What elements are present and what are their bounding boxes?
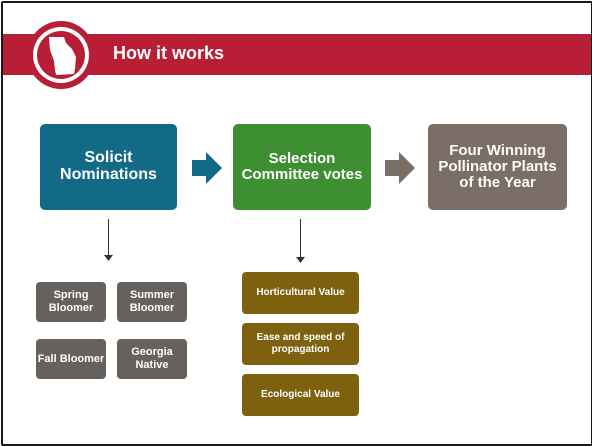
- criterion-horticultural-value: Horticultural Value: [242, 272, 359, 314]
- connector-line: [300, 219, 301, 259]
- header-band: [3, 34, 591, 75]
- georgia-state-icon: [27, 21, 95, 89]
- category-summer-bloomer: Summer Bloomer: [117, 282, 187, 322]
- criterion-propagation: Ease and speed of propagation: [242, 323, 359, 365]
- category-fall-bloomer: Fall Bloomer: [36, 339, 106, 379]
- solicit-nominations-box: Solicit Nominations: [40, 124, 177, 210]
- criterion-ecological-value: Ecological Value: [242, 374, 359, 416]
- down-arrowhead-icon: [296, 257, 305, 263]
- right-arrow-icon: [192, 152, 222, 184]
- connector-line: [108, 219, 109, 257]
- category-georgia-native: Georgia Native: [117, 339, 187, 379]
- right-arrow-icon: [385, 152, 415, 184]
- winning-plants-box: Four Winning Pollinator Plants of the Ye…: [428, 124, 567, 210]
- slide-title: How it works: [113, 43, 225, 63]
- down-arrowhead-icon: [104, 255, 113, 261]
- category-spring-bloomer: Spring Bloomer: [36, 282, 106, 322]
- selection-committee-box: Selection Committee votes: [233, 124, 371, 210]
